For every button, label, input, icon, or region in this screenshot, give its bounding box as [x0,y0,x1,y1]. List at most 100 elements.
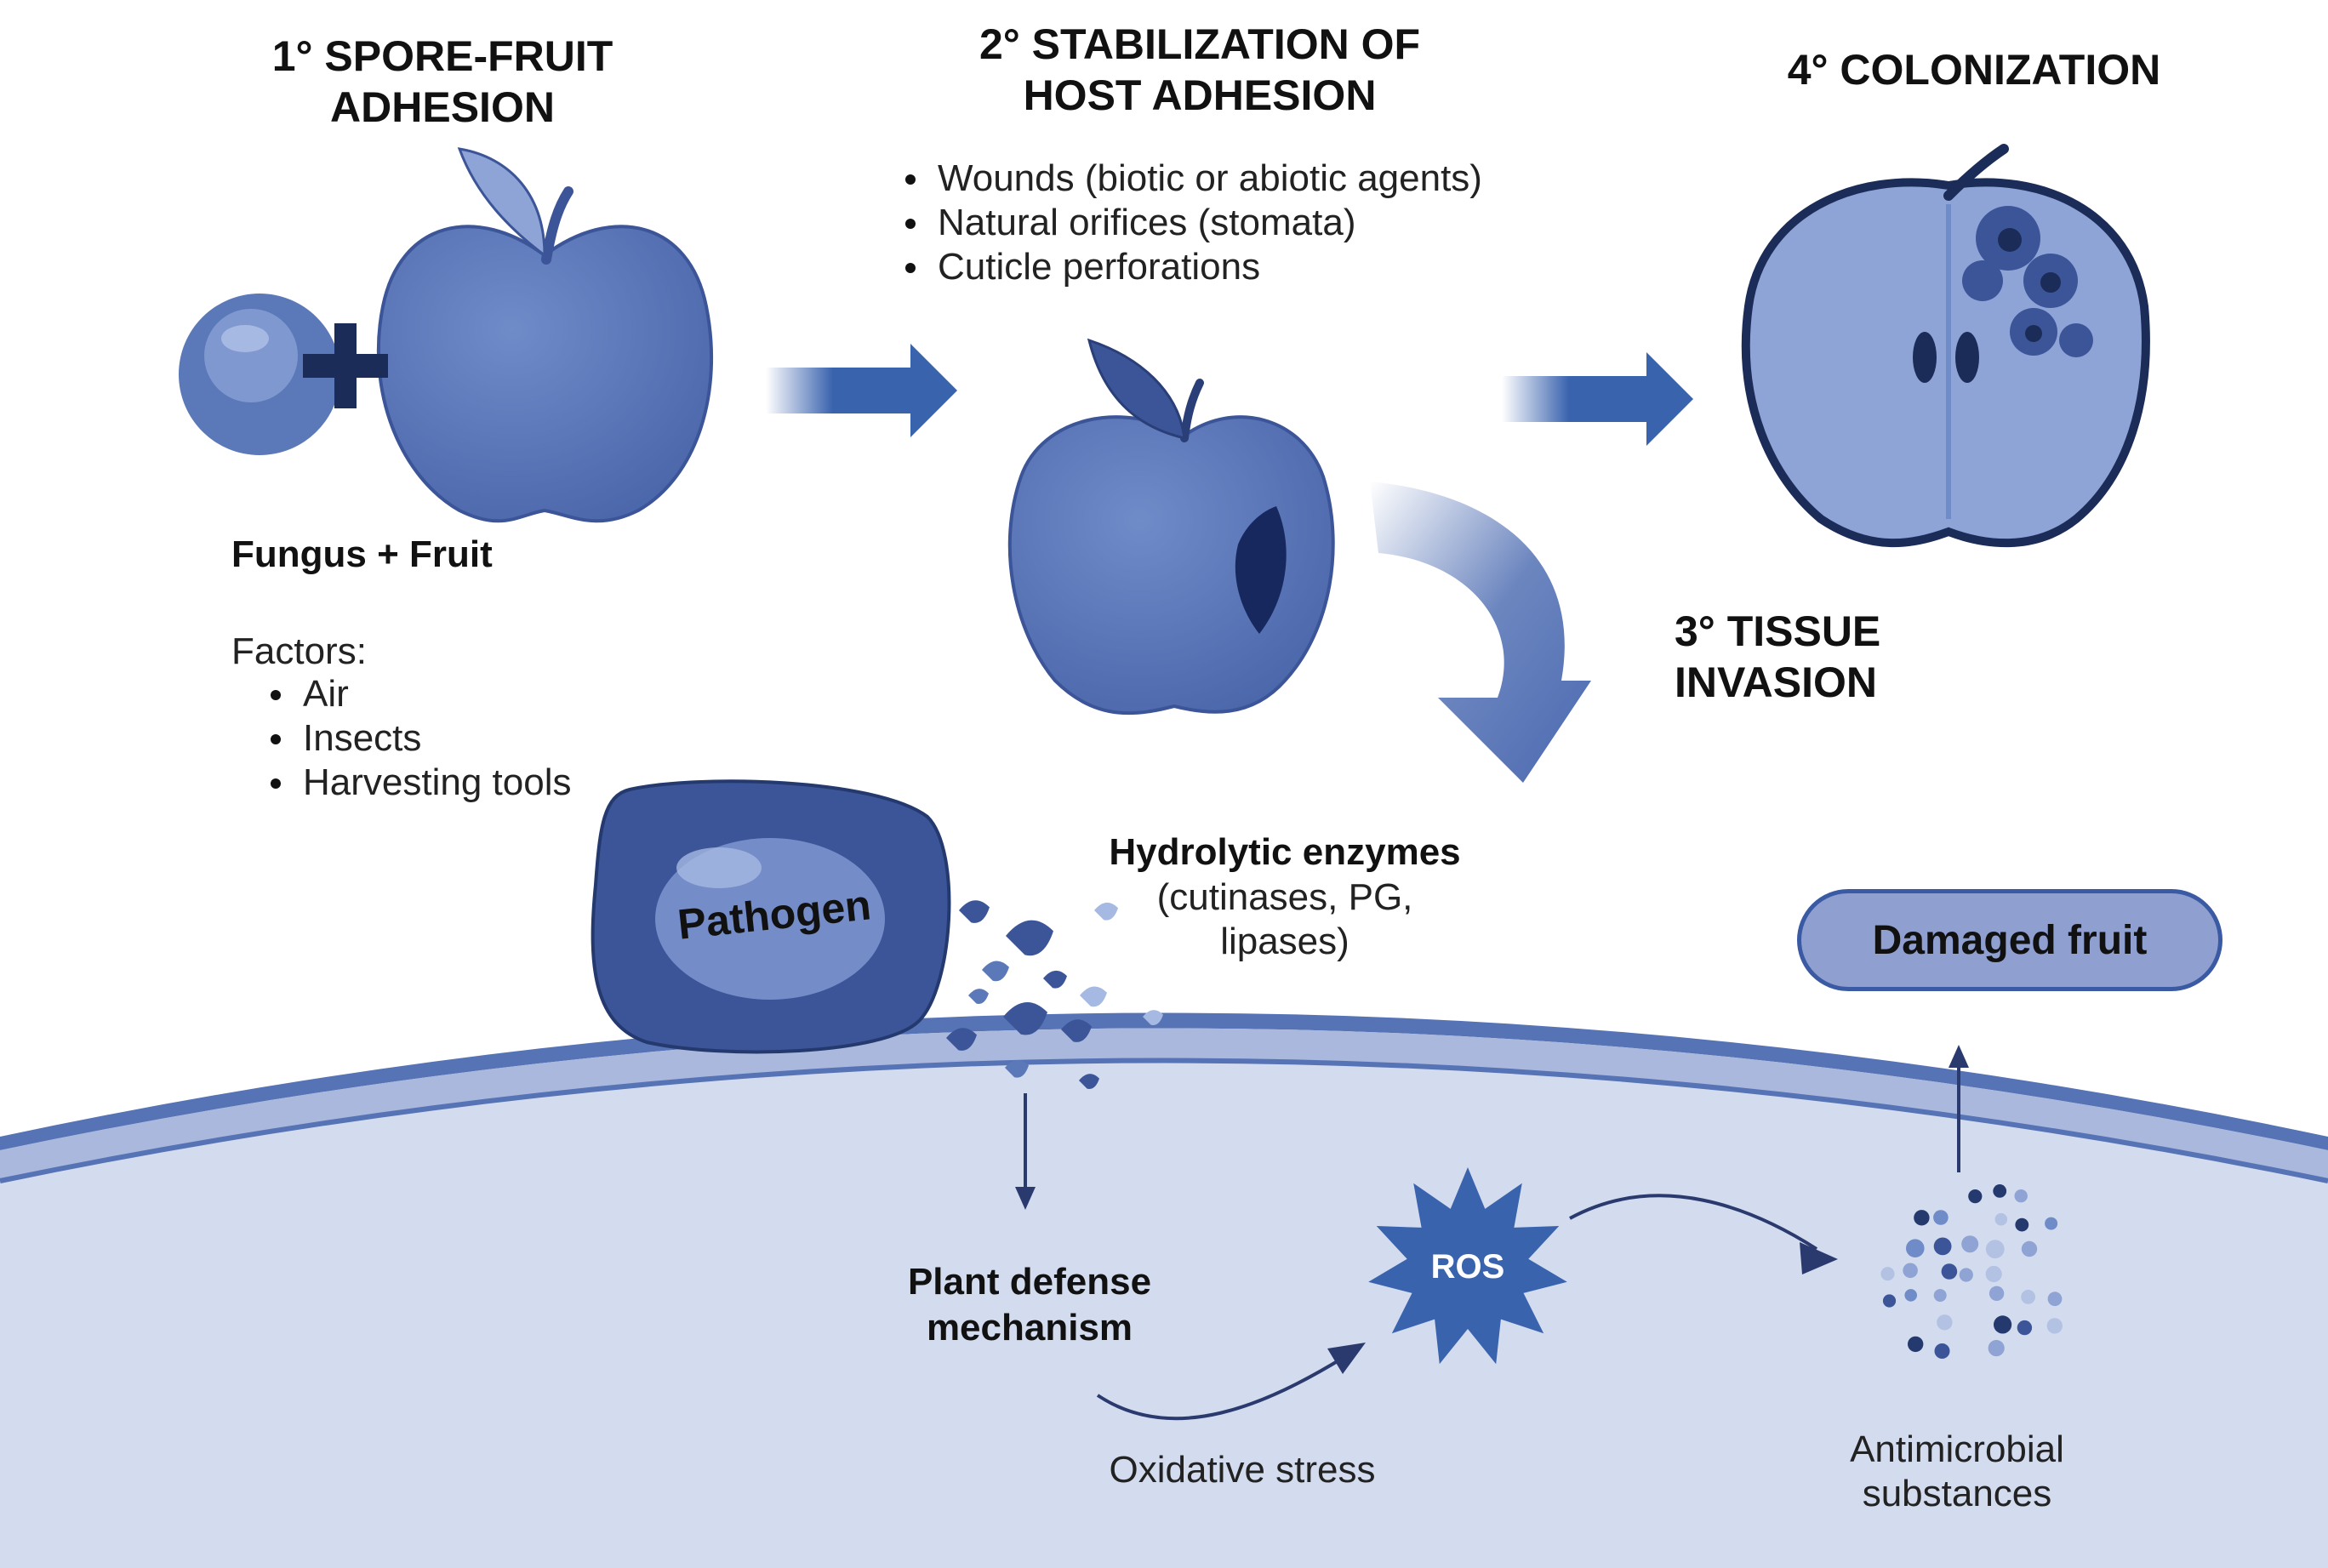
antimicrobial-dot-icon [2017,1320,2033,1336]
ros-to-antimicrobial-arrow-icon [1569,1194,1838,1274]
factor-item: Insects [259,716,571,761]
adhesion-route-item: Wounds (biotic or abiotic agents) [893,157,1482,201]
antimicrobial-dot-icon [1985,1240,2005,1259]
oxidative-stress-label: Oxidative stress [1109,1449,1376,1491]
antimicrobial-dot-icon [1914,1210,1930,1226]
enzyme-fragment-icon [1143,1010,1163,1025]
antimicrobial-dot-icon [1906,1239,1925,1257]
step4-title: 4° COLONIZATION [1744,44,2204,95]
factors-title: Factors: [231,630,367,672]
antimicrobial-dot-icon [2015,1217,2029,1232]
enzymes-title: Hydrolytic enzymes [1109,831,1461,873]
antimicrobial-dot-icon [1968,1189,1983,1204]
colonized-apple-icon [1741,144,2150,548]
pathogen-icon [591,779,951,1054]
membrane-inner [0,1028,2328,1181]
antimicrobial-dot-icon [1994,1212,2008,1226]
cell-interior [0,1028,2328,1568]
enzyme-fragment-icon [946,1028,977,1051]
antimicrobial-line2: substances [1862,1473,2052,1514]
antimicrobial-dot-icon [1933,1210,1949,1225]
antimicrobial-dot-icon [1882,1294,1897,1308]
step4-title-line1: 4° COLONIZATION [1787,46,2161,94]
antimicrobial-dot-icon [2021,1240,2038,1257]
antimicrobial-dot-icon [1904,1289,1917,1302]
step3-title: 3° TISSUE INVASION [1675,606,1880,708]
antimicrobial-dot-icon [1959,1268,1973,1282]
apple-icon [376,147,713,523]
enzyme-fragment-icon [982,961,1009,982]
membrane-line [0,1058,2328,1183]
antimicrobial-dot-icon [1994,1315,2012,1334]
enzymes-line2: lipases) [1220,921,1349,962]
seed-icon [1913,332,1937,383]
defense-label: Plant defense mechanism [851,1259,1208,1351]
step2-title: 2° STABILIZATION OF HOST ADHESION [936,19,1464,121]
step1-title: 1° SPORE-FRUIT ADHESION [221,31,664,133]
arrow-step1-to-step2-icon [766,344,957,437]
antimicrobial-particles [1880,1184,2063,1359]
antimicrobial-dot-icon [1934,1343,1950,1359]
enzyme-fragment-icon [1079,1074,1099,1089]
antimicrobial-dot-icon [1908,1336,1924,1353]
oxidative-arrow-icon [1096,1343,1366,1421]
antimicrobial-dot-icon [1933,1237,1952,1256]
factors-list: Air Insects Harvesting tools [259,672,571,805]
step1-title-line1: 1° SPORE-FRUIT [271,32,613,80]
enzyme-fragment-icon [968,989,989,1004]
antimicrobial-dot-icon [1961,1235,1979,1253]
step2-title-line1: 2° STABILIZATION OF [979,20,1421,68]
antimicrobial-dot-icon [2047,1291,2063,1307]
wound-icon [1235,506,1287,634]
fungus-fruit-label: Fungus + Fruit [231,533,493,575]
seed-icon [1955,332,1979,383]
antimicrobial-dot-icon [1941,1263,1958,1280]
antimicrobial-label: Antimicrobial substances [1778,1428,2136,1516]
enzyme-fragment-icon [959,900,990,923]
wounded-apple-icon [1007,338,1335,716]
step2-title-line2: HOST ADHESION [1023,71,1377,119]
enzyme-fragment-icon [1003,1001,1047,1035]
antimicrobial-dot-icon [2014,1189,2028,1203]
step3-title-line2: INVASION [1675,659,1877,706]
factor-item: Air [259,672,571,716]
adhesion-route-item: Cuticle perforations [893,245,1482,289]
antimicrobial-dot-icon [1985,1265,2002,1283]
adhesion-route-item: Natural orifices (stomata) [893,201,1482,245]
enzyme-fragment-icon [1006,920,1053,956]
arrow-step2-to-step4-icon [1502,352,1693,446]
factor-item: Harvesting tools [259,761,571,805]
antimicrobial-dot-icon [1988,1286,2005,1302]
defense-line1: Plant defense [907,1261,1152,1303]
antimicrobial-dot-icon [1937,1314,1953,1331]
step3-title-line1: 3° TISSUE [1675,607,1881,655]
antimicrobial-dot-icon [1988,1340,2005,1357]
enzymes-line1: (cutinases, PG, [1156,876,1413,918]
antimicrobial-dot-icon [2046,1318,2063,1334]
adhesion-routes-list: Wounds (biotic or abiotic agents) Natura… [893,157,1482,289]
antimicrobial-dot-icon [1993,1184,2007,1198]
enzyme-fragment-icon [1005,1059,1029,1078]
defense-line2: mechanism [926,1307,1133,1348]
step1-title-line2: ADHESION [330,83,555,131]
enzymes-label: Hydrolytic enzymes (cutinases, PG, lipas… [1064,830,1506,964]
ros-burst-icon [1368,1167,1567,1365]
enzyme-fragment-icon [1094,902,1118,921]
plant-cell [0,1012,2328,1568]
antimicrobial-line1: Antimicrobial [1850,1428,2064,1470]
antimicrobial-dot-icon [1903,1263,1918,1279]
enzyme-particles [946,900,1163,1089]
damaged-fruit-badge: Damaged fruit [1797,889,2222,991]
antimicrobial-dot-icon [1880,1267,1895,1281]
enzyme-fragment-icon [1061,1019,1092,1042]
plus-icon [303,323,388,408]
enzyme-fragment-icon [1043,970,1067,989]
ros-label: ROS [1430,1248,1505,1286]
curved-arrow-icon [1370,482,1591,783]
defense-arrow-icon [1015,1093,1036,1210]
antimicrobial-dot-icon [2045,1217,2058,1230]
enzyme-fragment-icon [1080,986,1107,1007]
antimicrobial-dot-icon [2021,1290,2036,1304]
